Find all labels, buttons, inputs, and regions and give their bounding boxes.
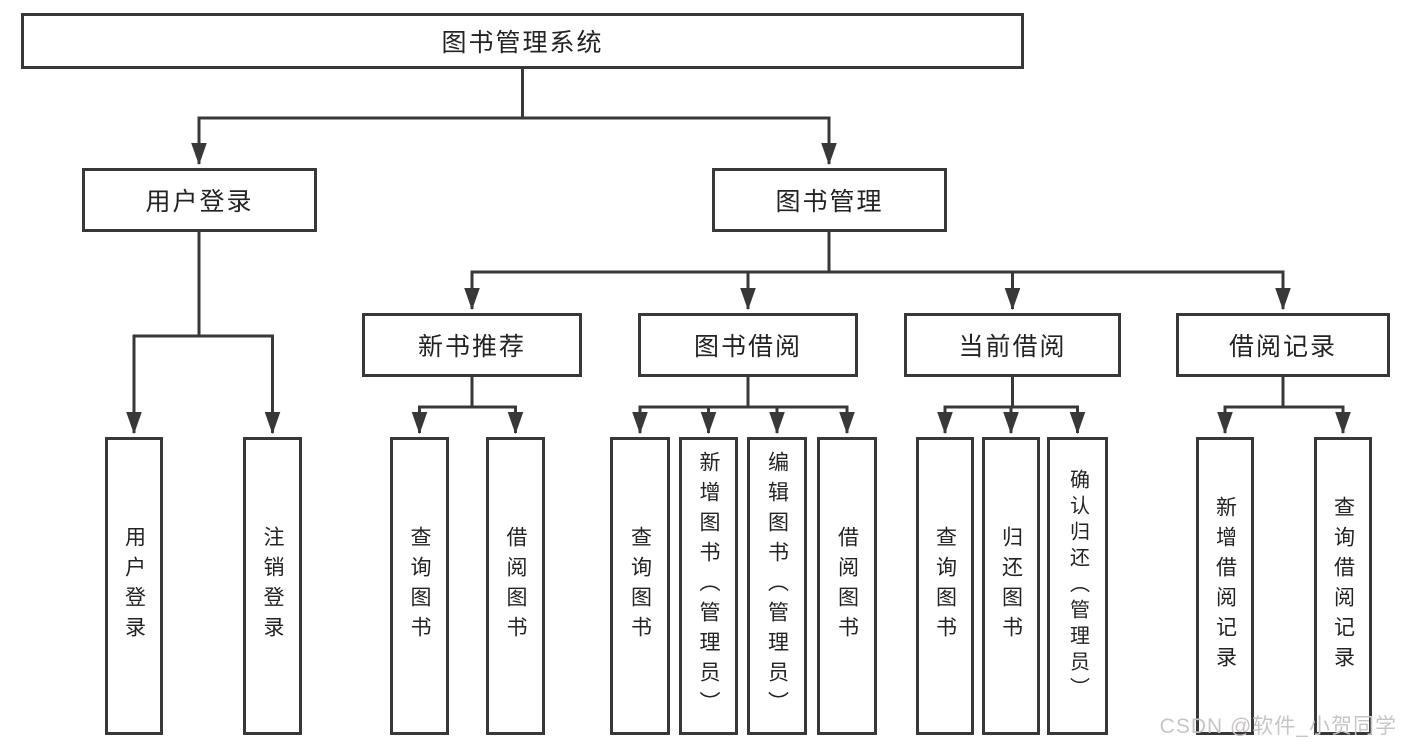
- node-new-book-recommendation: 新书推荐: [362, 313, 582, 377]
- leaf-label: 编辑图书（管理员）: [765, 451, 789, 721]
- leaf-user-login: 用户登录: [105, 437, 163, 735]
- leaf-label: 借阅图书: [504, 526, 528, 646]
- leaf-label: 查询图书: [408, 526, 432, 646]
- node-label: 图书借阅: [693, 333, 802, 361]
- leaf-return-book: 归还图书: [982, 437, 1040, 735]
- leaf-label: 注销登录: [261, 526, 285, 646]
- leaf-add-borrow-record: 新增借阅记录: [1196, 437, 1254, 735]
- leaf-query-books-borrowing: 查询图书: [610, 437, 670, 735]
- node-label: 用户登录: [145, 188, 254, 216]
- leaf-query-books-newbook: 查询图书: [390, 437, 449, 735]
- node-book-borrowing: 图书借阅: [638, 313, 858, 377]
- node-book-management: 图书管理: [712, 168, 947, 232]
- node-label: 图书管理系统: [441, 29, 604, 57]
- node-label: 借阅记录: [1228, 333, 1337, 361]
- leaf-logout: 注销登录: [243, 437, 302, 735]
- node-library-management-system: 图书管理系统: [21, 13, 1024, 69]
- leaf-add-book-admin: 新增图书（管理员）: [679, 437, 738, 735]
- node-label: 当前借阅: [958, 333, 1067, 361]
- leaf-confirm-return-admin: 确认归还（管理员）: [1047, 437, 1108, 735]
- leaf-label: 新增图书（管理员）: [697, 451, 721, 721]
- node-label: 图书管理: [775, 188, 884, 216]
- leaf-label: 查询图书: [933, 526, 957, 646]
- node-user-login: 用户登录: [82, 168, 317, 232]
- leaf-label: 用户登录: [122, 526, 146, 646]
- node-current-borrowing: 当前借阅: [904, 313, 1121, 377]
- leaf-label: 确认归还（管理员）: [1066, 469, 1089, 703]
- leaf-borrow-books-newbook: 借阅图书: [486, 437, 545, 735]
- csdn-watermark: CSDN @软件_小贺同学: [1159, 715, 1397, 738]
- leaf-query-borrow-record: 查询借阅记录: [1314, 437, 1372, 735]
- leaf-label: 归还图书: [999, 526, 1023, 646]
- leaf-borrow-books-borrowing: 借阅图书: [817, 437, 877, 735]
- leaf-query-books-current: 查询图书: [916, 437, 974, 735]
- leaf-label: 查询借阅记录: [1331, 496, 1355, 676]
- leaf-label: 查询图书: [628, 526, 652, 646]
- node-borrowing-records: 借阅记录: [1176, 313, 1390, 377]
- leaf-edit-book-admin: 编辑图书（管理员）: [747, 437, 807, 735]
- leaf-label: 新增借阅记录: [1213, 496, 1237, 676]
- leaf-label: 借阅图书: [835, 526, 859, 646]
- node-label: 新书推荐: [417, 333, 526, 361]
